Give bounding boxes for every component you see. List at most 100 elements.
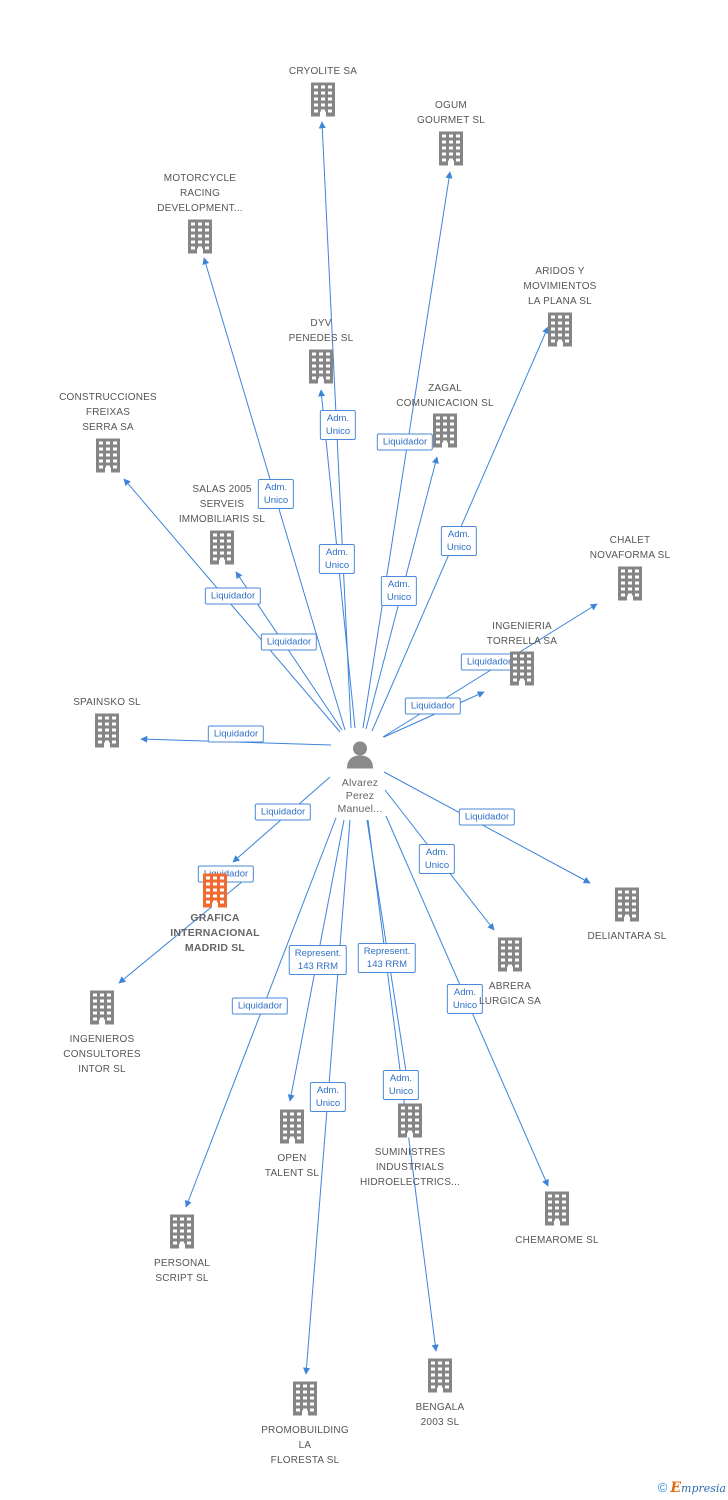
label-line: DYV [310,318,332,329]
edge-label-ogum[interactable]: Adm.Unico [380,576,418,606]
label-line: INGENIEROS [69,1034,135,1045]
edge-label-promobuilding[interactable]: Adm. Unico [309,1082,347,1112]
edge-label-line: Liquidador [464,811,510,823]
edge-label-line: Adm. [453,987,477,998]
label-line: HIDROELECTRICS... [359,1177,461,1188]
building-icon[interactable] [277,1109,307,1150]
company-label-cabrera[interactable]: ABRERA LURGICA SA [435,979,585,1009]
label-line: CONSULTORES [63,1049,141,1060]
label-line: PERSONAL [153,1258,211,1269]
edge-label-line: 143 RRM [297,961,339,972]
building-icon[interactable] [308,82,338,123]
edge-label-line: Adm. [325,547,349,558]
building-icon[interactable] [200,873,230,914]
building-icon[interactable] [185,219,215,260]
company-label-open[interactable]: OPEN TALENT SL [217,1151,367,1181]
label-line: NOVAFORMA SL [589,550,671,561]
company-label-personal[interactable]: PERSONAL SCRIPT SL [107,1256,257,1286]
edge-label-motorcycle[interactable]: Adm.Unico [257,479,295,509]
building-icon[interactable] [92,713,122,754]
edge-label-line: Represent. [294,948,342,959]
label-line: COMUNICACION SL [396,398,494,409]
building-icon[interactable] [545,312,575,353]
edge-label-construcciones[interactable]: Liquidador [204,587,262,605]
edge-label-suministres[interactable]: Represent.143 RRM [357,943,417,973]
edge-label-spainsko[interactable]: Liquidador [207,725,265,743]
label-line: LURGICA SA [478,996,542,1007]
edge-label-bengala[interactable]: Adm.Unico [382,1070,420,1100]
building-icon[interactable] [167,1214,197,1255]
building-icon[interactable] [87,990,117,1031]
building-icon[interactable] [425,1358,455,1399]
building-icon[interactable] [507,651,537,692]
edge-label-line: Unico [424,860,450,871]
building-icon[interactable] [306,349,336,390]
building-icon[interactable] [615,566,645,607]
edge-line-deliantara [383,771,591,884]
company-label-spainsko[interactable]: SPAINSKO SL [32,695,182,710]
edge-label-zagal[interactable]: Liquidador [376,433,434,451]
edge-label-dyv[interactable]: Adm.Unico [318,544,356,574]
building-icon[interactable] [495,937,525,978]
label-line: CHEMAROME SL [515,1235,599,1246]
label-line: OPEN [277,1153,307,1164]
edge-label-line: 143 RRM [366,959,408,970]
label-line: MOTORCYCLE [163,173,237,184]
building-icon[interactable] [207,530,237,571]
building-icon[interactable] [612,887,642,928]
building-icon[interactable] [430,413,460,454]
building-icon[interactable] [93,438,123,479]
label-line: TALENT SL [264,1168,320,1179]
label-line: Perez [345,790,375,802]
label-line: LA [298,1440,312,1451]
edge-label-personal[interactable]: Liquidador [231,997,289,1015]
edge-label-cabrera[interactable]: Adm.Unico [418,844,456,874]
label-line: Alvarez [341,777,379,789]
label-line: CHALET [609,535,651,546]
edge-label-line: Adm. [264,482,288,493]
label-line: CONSTRUCCIONES [59,392,157,403]
label-line: BENGALA [415,1402,465,1413]
building-icon[interactable] [542,1191,572,1232]
edge-line-ingenieria [383,691,485,738]
edge-label-ingenieria[interactable]: Liquidador [404,697,462,715]
company-label-chalet[interactable]: CHALET NOVAFORMA SL [555,533,705,563]
edge-label-grafica[interactable]: Liquidador [254,803,312,821]
edge-label-cryolite[interactable]: Adm.Unico [319,410,357,440]
company-label-deliantara[interactable]: DELIANTARA SL [552,929,702,944]
edge-label-open[interactable]: Represent. 143 RRM [288,945,348,975]
company-label-cryolite[interactable]: CRYOLITE SA [248,64,398,79]
edge-label-aridos[interactable]: Adm.Unico [440,526,478,556]
label-line: SCRIPT SL [155,1273,209,1284]
label-line: ABRERA [488,981,532,992]
person-icon[interactable] [345,740,375,775]
edge-label-line: Unico [315,1098,341,1109]
building-icon[interactable] [290,1381,320,1422]
edge-label-chemarome[interactable]: Adm.Unico [446,984,484,1014]
edge-label-deliantara[interactable]: Liquidador [458,808,516,826]
label-line: MOVIMIENTOS [523,281,597,292]
label-line: INTOR SL [78,1064,126,1075]
company-label-ingenieros[interactable]: INGENIEROS CONSULTORES INTOR SL [27,1032,177,1077]
edge-label-salas[interactable]: Liquidador [260,633,318,651]
building-icon[interactable] [395,1103,425,1144]
company-label-chemarome[interactable]: CHEMAROME SL [482,1233,632,1248]
building-icon[interactable] [436,131,466,172]
edge-label-line: Unico [386,592,412,603]
edge-label-line: Adm. [316,1085,340,1096]
label-line: SERVEIS [199,499,245,510]
label-line: CRYOLITE SA [288,66,358,77]
